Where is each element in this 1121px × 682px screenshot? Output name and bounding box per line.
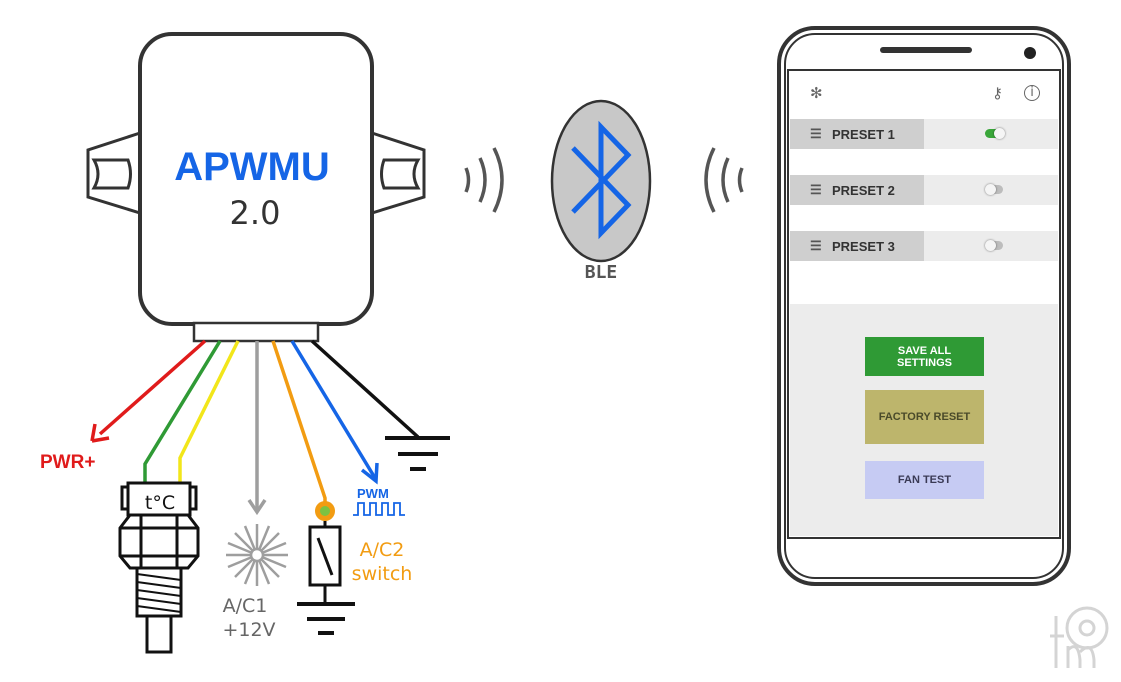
phone-camera bbox=[1024, 47, 1036, 59]
fan-icon[interactable]: ✻ bbox=[810, 84, 823, 102]
ac1-label-line1: A/C1 bbox=[223, 595, 268, 617]
menu-icon: ☰ bbox=[810, 182, 822, 197]
signal-waves-right-icon bbox=[704, 147, 744, 213]
sensor-wire-yellow bbox=[178, 340, 240, 483]
info-icon[interactable]: i bbox=[1024, 85, 1040, 101]
preset-2-label: PRESET 2 bbox=[832, 182, 895, 198]
app-topbar: ✻ ⚷ i bbox=[790, 72, 1058, 116]
temperature-sensor-icon bbox=[118, 481, 200, 654]
device-version: 2.0 bbox=[230, 194, 281, 232]
sensor-label: t°C bbox=[145, 492, 175, 514]
preset-2-label-block[interactable]: ☰ PRESET 2 bbox=[790, 175, 924, 205]
fan-arrow-icon bbox=[247, 499, 267, 516]
phone-screen: ✻ ⚷ i ☰ PRESET 1 ☰ PRESET 2 ☰ PRESET 3 S… bbox=[790, 72, 1058, 536]
pwm-wire bbox=[290, 340, 377, 479]
preset-1-label-block[interactable]: ☰ PRESET 1 bbox=[790, 119, 924, 149]
preset-1-toggle[interactable] bbox=[985, 128, 1005, 139]
device-name: APWMU bbox=[174, 145, 330, 189]
sensor-wire-green bbox=[143, 340, 222, 483]
bluetooth-icon bbox=[550, 99, 652, 263]
ac2-label-line2: switch bbox=[352, 563, 413, 585]
menu-icon: ☰ bbox=[810, 126, 822, 141]
power-label: PWR+ bbox=[40, 452, 95, 473]
preset-1-label: PRESET 1 bbox=[832, 126, 895, 142]
fan-test-button[interactable]: FAN TEST bbox=[865, 461, 984, 499]
right-ear-slot bbox=[380, 158, 421, 190]
pwm-label: PWM bbox=[357, 486, 389, 501]
power-wire bbox=[98, 339, 207, 436]
preset-row-2: ☰ PRESET 2 bbox=[790, 175, 1058, 205]
preset-row-1: ☰ PRESET 1 bbox=[790, 119, 1058, 149]
preset-3-label-block[interactable]: ☰ PRESET 3 bbox=[790, 231, 924, 261]
ble-label: BLE bbox=[585, 262, 618, 283]
apwmu-device: APWMU 2.0 bbox=[86, 32, 426, 343]
preset-row-3: ☰ PRESET 3 bbox=[790, 231, 1058, 261]
signal-waves-left-icon bbox=[464, 147, 504, 213]
preset-2-toggle[interactable] bbox=[985, 184, 1003, 195]
ground-wire bbox=[310, 339, 420, 439]
power-arrow-icon bbox=[90, 423, 110, 443]
phone-speaker bbox=[880, 47, 972, 53]
left-ear-slot bbox=[91, 158, 132, 190]
ac2-wire bbox=[271, 340, 327, 510]
ac1-label-line2: +12V bbox=[222, 619, 275, 641]
menu-icon: ☰ bbox=[810, 238, 822, 253]
save-label-line2: SETTINGS bbox=[896, 356, 952, 369]
fan-icon bbox=[226, 524, 288, 586]
preset-3-label: PRESET 3 bbox=[832, 238, 895, 254]
ac2-label-line1: A/C2 bbox=[360, 539, 405, 561]
pwm-waveform-icon bbox=[353, 502, 405, 516]
factory-reset-button[interactable]: FACTORY RESET bbox=[865, 390, 984, 444]
save-label-line1: SAVE ALL bbox=[897, 344, 952, 357]
key-icon[interactable]: ⚷ bbox=[992, 84, 1003, 102]
device-connector bbox=[192, 321, 320, 343]
logo-icon bbox=[1050, 606, 1109, 668]
ac2-switch-icon bbox=[297, 501, 355, 635]
ground-icon bbox=[385, 436, 450, 471]
pwm-arrow-icon bbox=[360, 462, 379, 485]
preset-3-toggle[interactable] bbox=[985, 240, 1003, 251]
